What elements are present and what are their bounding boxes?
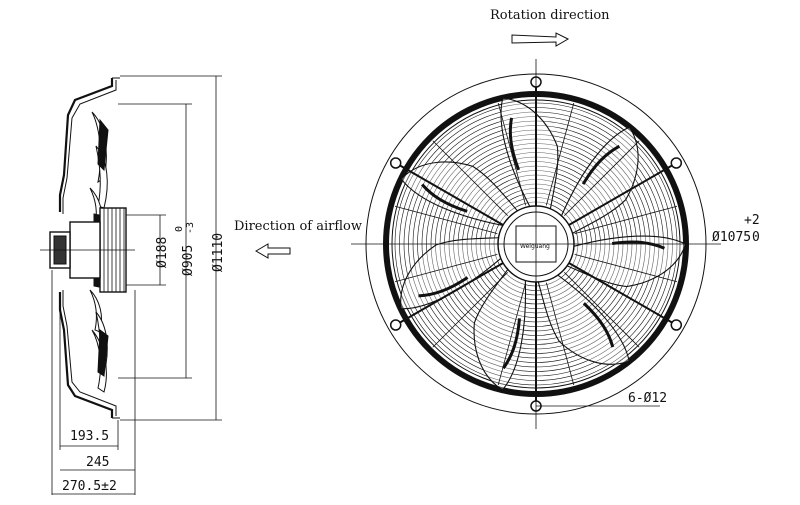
front-view: Weiguang <box>351 59 721 429</box>
dim-shroud-inner: Ø905 <box>181 245 196 276</box>
dim-depth-1: 193.5 <box>70 429 109 444</box>
guard-spoke-minor <box>497 102 527 206</box>
shroud-profile-inner <box>62 80 117 416</box>
dim-mounting-holes: 6-Ø12 <box>628 391 667 406</box>
dim-ring-diameter: Ø1075 <box>712 230 751 245</box>
blade-marking <box>611 240 666 250</box>
side-horizontal-dims <box>51 270 136 495</box>
dim-shroud-inner-tol-lower: -3 <box>185 222 196 234</box>
mounting-hole <box>670 157 683 169</box>
side-vertical-dims <box>118 75 222 421</box>
right-arrow-icon <box>511 32 570 47</box>
guard-spoke <box>568 262 676 325</box>
guard-spoke <box>568 163 676 226</box>
dim-ring-tol-upper: +2 <box>744 213 760 228</box>
mounting-hole <box>389 157 402 169</box>
guard-spoke-minor <box>432 140 508 216</box>
hub-brand: Weiguang <box>520 243 550 250</box>
dim-depth-3: 270.5±2 <box>62 479 117 494</box>
blade-marking <box>581 144 621 185</box>
left-arrow-icon <box>255 243 291 259</box>
blade-marking <box>508 117 521 171</box>
side-view: Ø188 Ø905 0 -3 Ø1110 193.5 245 270.5±2 <box>40 75 226 495</box>
guard-spoke-minor <box>432 272 508 348</box>
guard-spoke <box>396 163 504 226</box>
mounting-hole <box>670 319 683 331</box>
guard-spoke-minor <box>564 140 640 216</box>
fan-blade <box>500 97 559 217</box>
blade-marking <box>418 276 469 298</box>
dim-hub-diameter: Ø188 <box>155 237 170 268</box>
blade-marking <box>502 318 521 370</box>
rotation-label: Rotation direction <box>490 8 610 23</box>
dim-shroud-inner-tol-upper: 0 <box>174 226 185 232</box>
guard-spokes <box>394 84 678 404</box>
dim-ring-tol-lower: 0 <box>752 230 760 245</box>
guard-spoke-minor <box>545 282 575 386</box>
blade-marking <box>420 183 468 213</box>
fan-blades <box>400 97 687 391</box>
dim-depth-2: 245 <box>86 455 109 470</box>
guard-spoke-minor <box>394 205 498 235</box>
blade-sections <box>89 111 109 393</box>
blade-marking <box>582 302 615 348</box>
fan-blade <box>535 270 630 365</box>
guard-spoke-minor <box>545 102 575 206</box>
airflow-label: Direction of airflow <box>234 219 362 234</box>
mounting-hole <box>389 319 402 331</box>
dim-overall-diameter: Ø1110 <box>211 233 226 272</box>
fan-blade <box>400 161 523 228</box>
guard-spoke-minor <box>564 272 640 348</box>
fan-blade <box>473 262 527 391</box>
guard-spoke-minor <box>394 253 498 283</box>
guard-spoke-minor <box>574 205 678 235</box>
guard-spoke-minor <box>497 282 527 386</box>
guard-spoke-minor <box>574 253 678 283</box>
guard-spoke <box>396 262 504 325</box>
